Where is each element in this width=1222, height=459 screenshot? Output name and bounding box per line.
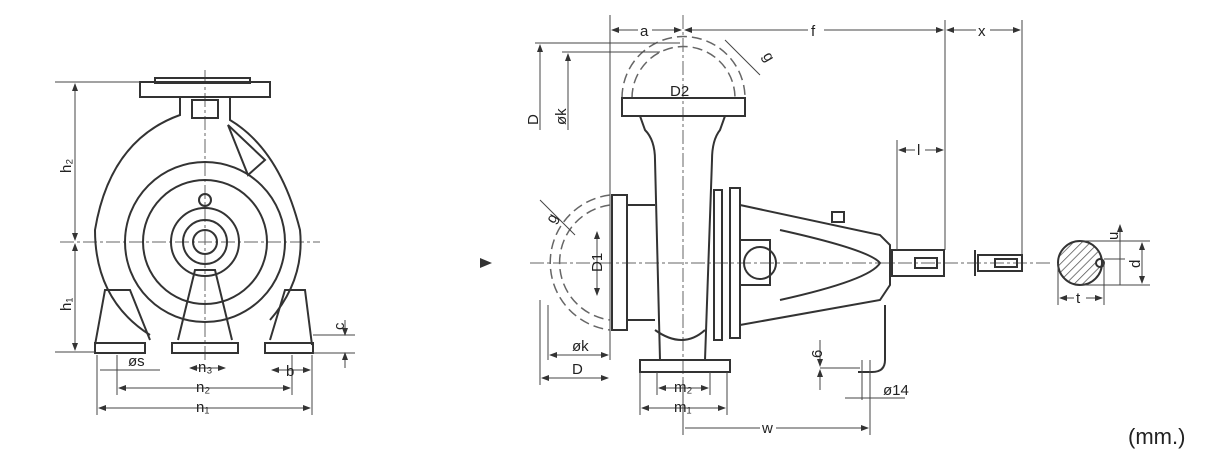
dim-t: t	[1076, 290, 1081, 307]
dim-h1: h₁	[58, 298, 75, 311]
dim-k-left: øk	[572, 338, 589, 355]
dim-c: c	[331, 322, 348, 330]
dim-b: b	[286, 363, 294, 380]
dim-d: d	[1127, 260, 1144, 268]
dim-u: u	[1105, 232, 1122, 240]
dim-pipe: ø14	[883, 382, 909, 399]
dim-D-top: D	[525, 114, 542, 125]
dim-k-top: øk	[553, 108, 570, 125]
dim-g-top: g	[759, 49, 778, 65]
flow-arrow-icon	[480, 258, 492, 268]
label-D1: D1	[589, 253, 606, 272]
dim-l: l	[917, 142, 920, 159]
front-view: a f x D2 D øk g D1 g øk D	[480, 15, 1050, 437]
dim-x: x	[978, 23, 986, 40]
dim-n2: n₂	[196, 379, 210, 396]
dim-w: w	[761, 420, 773, 437]
dim-s: øs	[128, 353, 145, 370]
dim-h2: h₂	[58, 159, 75, 173]
dim-a: a	[640, 23, 649, 40]
dim-n1: n₁	[196, 399, 209, 416]
dim-n3: n₃	[198, 359, 212, 376]
label-D2: D2	[670, 83, 689, 100]
shaft-section: t u d	[1057, 224, 1150, 307]
dim-g-left: g	[543, 211, 562, 227]
unit-label: (mm.)	[1128, 424, 1186, 449]
side-view: h₂ h₁ c n₁ n₂ n₃ øs b	[55, 70, 355, 416]
dim-f: f	[811, 23, 816, 40]
dim-D-left: D	[572, 361, 583, 378]
dim-6: 6	[809, 350, 826, 358]
